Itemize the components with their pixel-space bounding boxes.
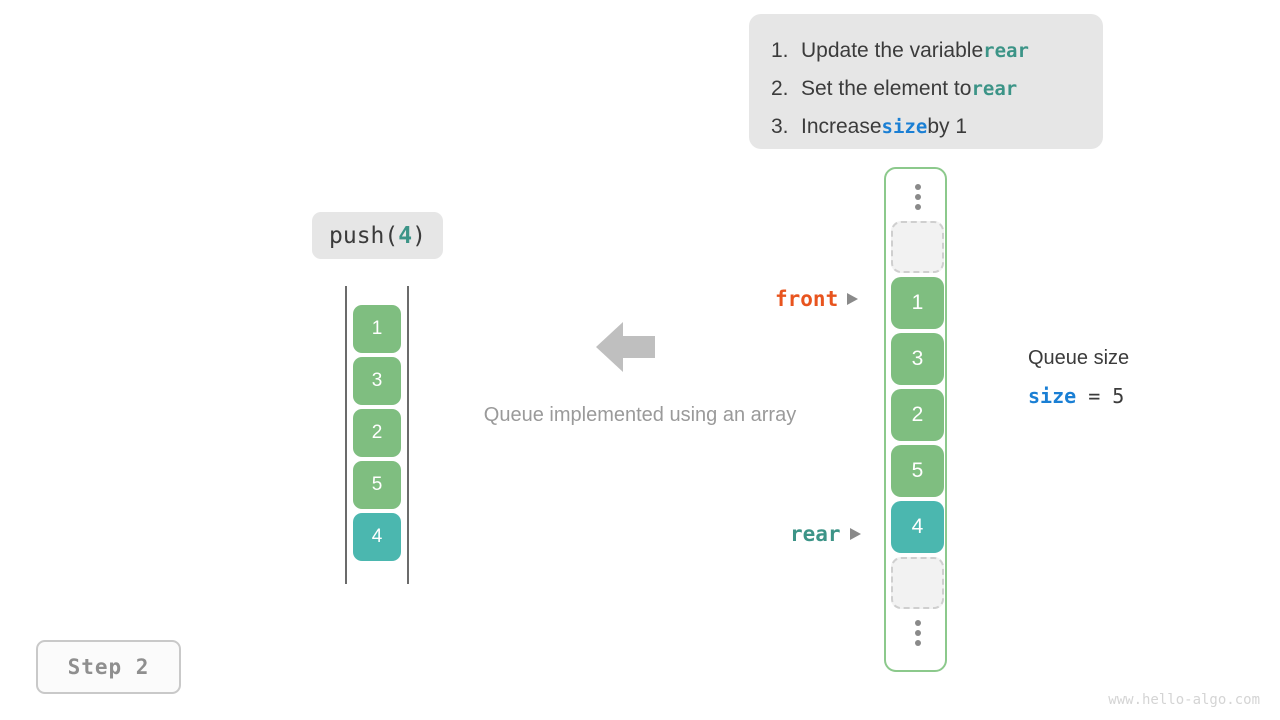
instruction-text-post: by 1 (927, 115, 968, 138)
array-cell: 3 (891, 333, 944, 385)
instruction-text: Set the element to (801, 77, 972, 100)
arrow-left-icon (596, 320, 655, 374)
array-cell-empty (891, 557, 944, 609)
pointer-front: front (775, 287, 859, 311)
diagram-caption: Queue implemented using an array (483, 404, 797, 426)
list-item: 2 (353, 409, 401, 457)
instruction-number: 3. (771, 115, 789, 138)
array-cell-rear: 4 (891, 501, 944, 553)
array-cell-empty (891, 221, 944, 273)
ellipsis-icon (891, 613, 944, 653)
array-container: 1 3 2 5 4 (884, 167, 947, 672)
list-item: 3 (353, 357, 401, 405)
instruction-keyword-rear: rear (983, 40, 1029, 62)
arrow-right-icon (849, 528, 861, 540)
operation-label: push(4) (312, 212, 443, 259)
operation-argument: 4 (398, 222, 413, 249)
left-queue-list: 1 3 2 5 4 (345, 286, 409, 584)
instruction-keyword-size: size (881, 116, 928, 138)
instruction-item: 2. Set the element to rear (771, 70, 1079, 108)
arrow-right-icon (847, 293, 859, 305)
instruction-text: Increase (801, 115, 882, 138)
ellipsis-icon (891, 177, 944, 217)
list-item: 4 (353, 513, 401, 561)
queue-size-readout: Queue size size = 5 (1028, 344, 1129, 409)
list-item: 1 (353, 305, 401, 353)
pointer-rear: rear (790, 522, 861, 546)
operation-close-paren: ) (412, 222, 426, 249)
watermark: www.hello-algo.com (1108, 692, 1260, 708)
instruction-item: 3. Increase size by 1 (771, 108, 1079, 146)
queue-size-title: Queue size (1028, 347, 1130, 369)
instruction-number: 1. (771, 39, 789, 62)
instruction-number: 2. (771, 77, 789, 100)
queue-size-value: 5 (1112, 384, 1125, 408)
array-cell: 2 (891, 389, 944, 441)
pointer-rear-label: rear (790, 522, 841, 546)
instruction-item: 1. Update the variable rear (771, 32, 1079, 70)
pointer-front-label: front (775, 287, 839, 311)
instruction-keyword-rear: rear (971, 78, 1018, 100)
queue-size-expression: size = 5 (1028, 383, 1129, 409)
array-cell: 5 (891, 445, 944, 497)
list-rail-left (345, 286, 347, 584)
list-rail-right (407, 286, 409, 584)
instruction-text: Update the variable (801, 39, 984, 62)
queue-size-variable: size (1028, 384, 1077, 408)
queue-size-equals: = (1076, 384, 1113, 408)
array-cell: 1 (891, 277, 944, 329)
list-item: 5 (353, 461, 401, 509)
left-list-cells: 1 3 2 5 4 (353, 305, 401, 561)
array-cells: 1 3 2 5 4 (891, 177, 944, 653)
operation-name: push( (329, 222, 399, 249)
step-badge: Step 2 (36, 640, 181, 694)
instruction-callout: 1. Update the variable rear 2. Set the e… (749, 14, 1103, 149)
